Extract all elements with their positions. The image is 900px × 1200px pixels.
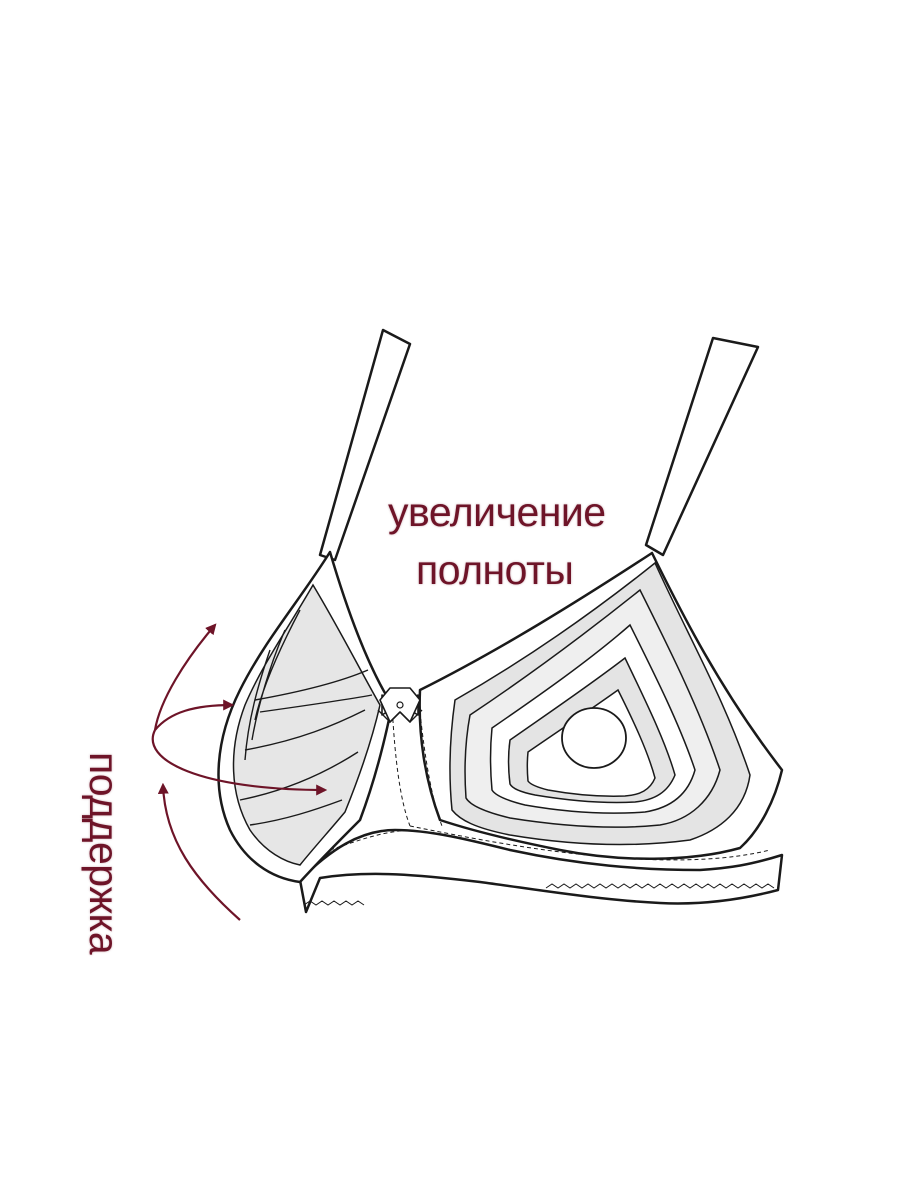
- right-strap: [644, 336, 760, 557]
- left-cup: [217, 550, 394, 884]
- support-label: поддержка: [81, 752, 127, 955]
- bow-icon: [377, 687, 423, 723]
- fullness-label-line-1: увеличение: [388, 489, 606, 535]
- bra-band: [298, 828, 784, 914]
- center-gore: [329, 704, 771, 861]
- curved-arrow-icon: [151, 623, 328, 921]
- fullness-label-line-2: полноты: [416, 547, 574, 593]
- right-cup: [418, 551, 784, 860]
- left-strap: [318, 328, 412, 562]
